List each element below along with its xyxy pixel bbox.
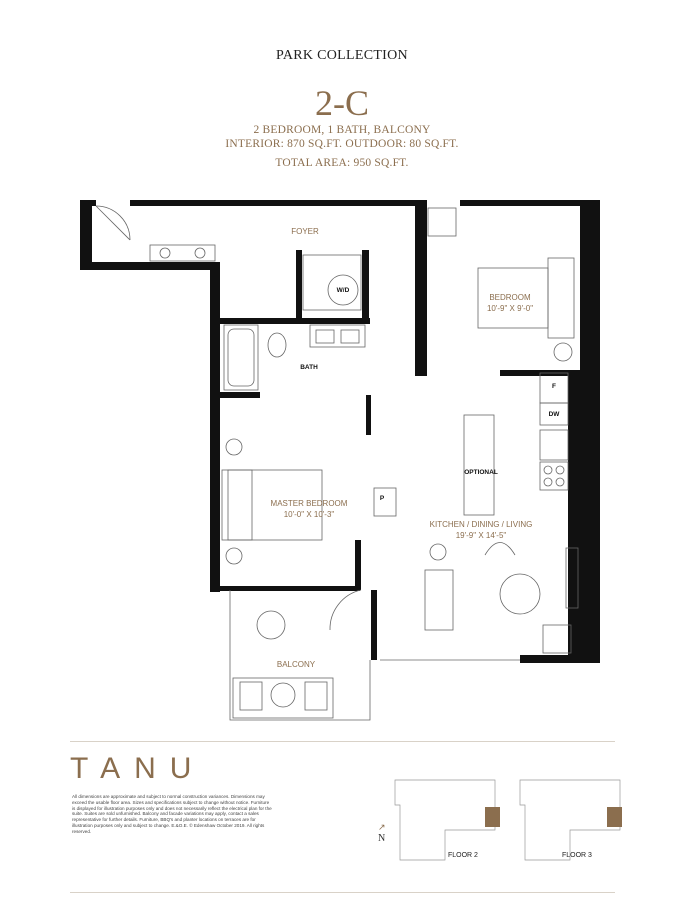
walls [80, 200, 600, 663]
room-label-kitchen-dining-living: KITCHEN / DINING / LIVING [430, 520, 533, 529]
footer-divider [70, 892, 615, 893]
room-label-bath: BATH [300, 364, 318, 371]
room-dim-master-bedroom: 10'-0" X 10'-3" [284, 510, 335, 519]
floor-3-label: FLOOR 3 [562, 852, 592, 859]
unit-summary: 2 BEDROOM, 1 BATH, BALCONY [253, 124, 431, 136]
keyplan [394, 779, 622, 861]
room-label-master-bedroom: MASTER BEDROOM [271, 499, 348, 508]
keyplan-unit-highlight-floor3 [607, 807, 622, 827]
divider [70, 741, 615, 742]
disclaimer: All dimensions are approximate and subje… [72, 794, 272, 834]
unit-total-area: TOTAL AREA: 950 SQ.FT. [275, 157, 409, 169]
room-label-balcony: BALCONY [277, 660, 316, 669]
room-dim-kitchen-dining-living: 19'-9" X 14'-5" [456, 531, 507, 540]
tanu-logo: TANU [70, 752, 206, 785]
label-fridge: F [552, 383, 556, 390]
room-dim-bedroom: 10'-9" X 9'-0" [487, 304, 533, 313]
floor-plan: FOYER W/D BATH BEDROOM 10'-9" X 9'-0" MA… [80, 200, 600, 721]
label-dishwasher: DW [549, 411, 561, 418]
room-label-foyer: FOYER [291, 227, 319, 236]
north-arrow-icon: ↗ [378, 822, 386, 832]
collection-title: PARK COLLECTION [276, 48, 408, 63]
fixtures [95, 205, 579, 721]
label-optional: OPTIONAL [464, 469, 498, 476]
north-label: N [378, 833, 386, 844]
unit-areas: INTERIOR: 870 SQ.FT. OUTDOOR: 80 SQ.FT. [225, 138, 459, 150]
unit-name: 2-C [315, 83, 369, 123]
room-label-washer-dryer: W/D [337, 287, 350, 294]
floor-2-label: FLOOR 2 [448, 852, 478, 859]
label-pantry: P [380, 495, 385, 502]
room-label-bedroom: BEDROOM [489, 293, 531, 302]
keyplan-unit-highlight-floor2 [485, 807, 500, 827]
